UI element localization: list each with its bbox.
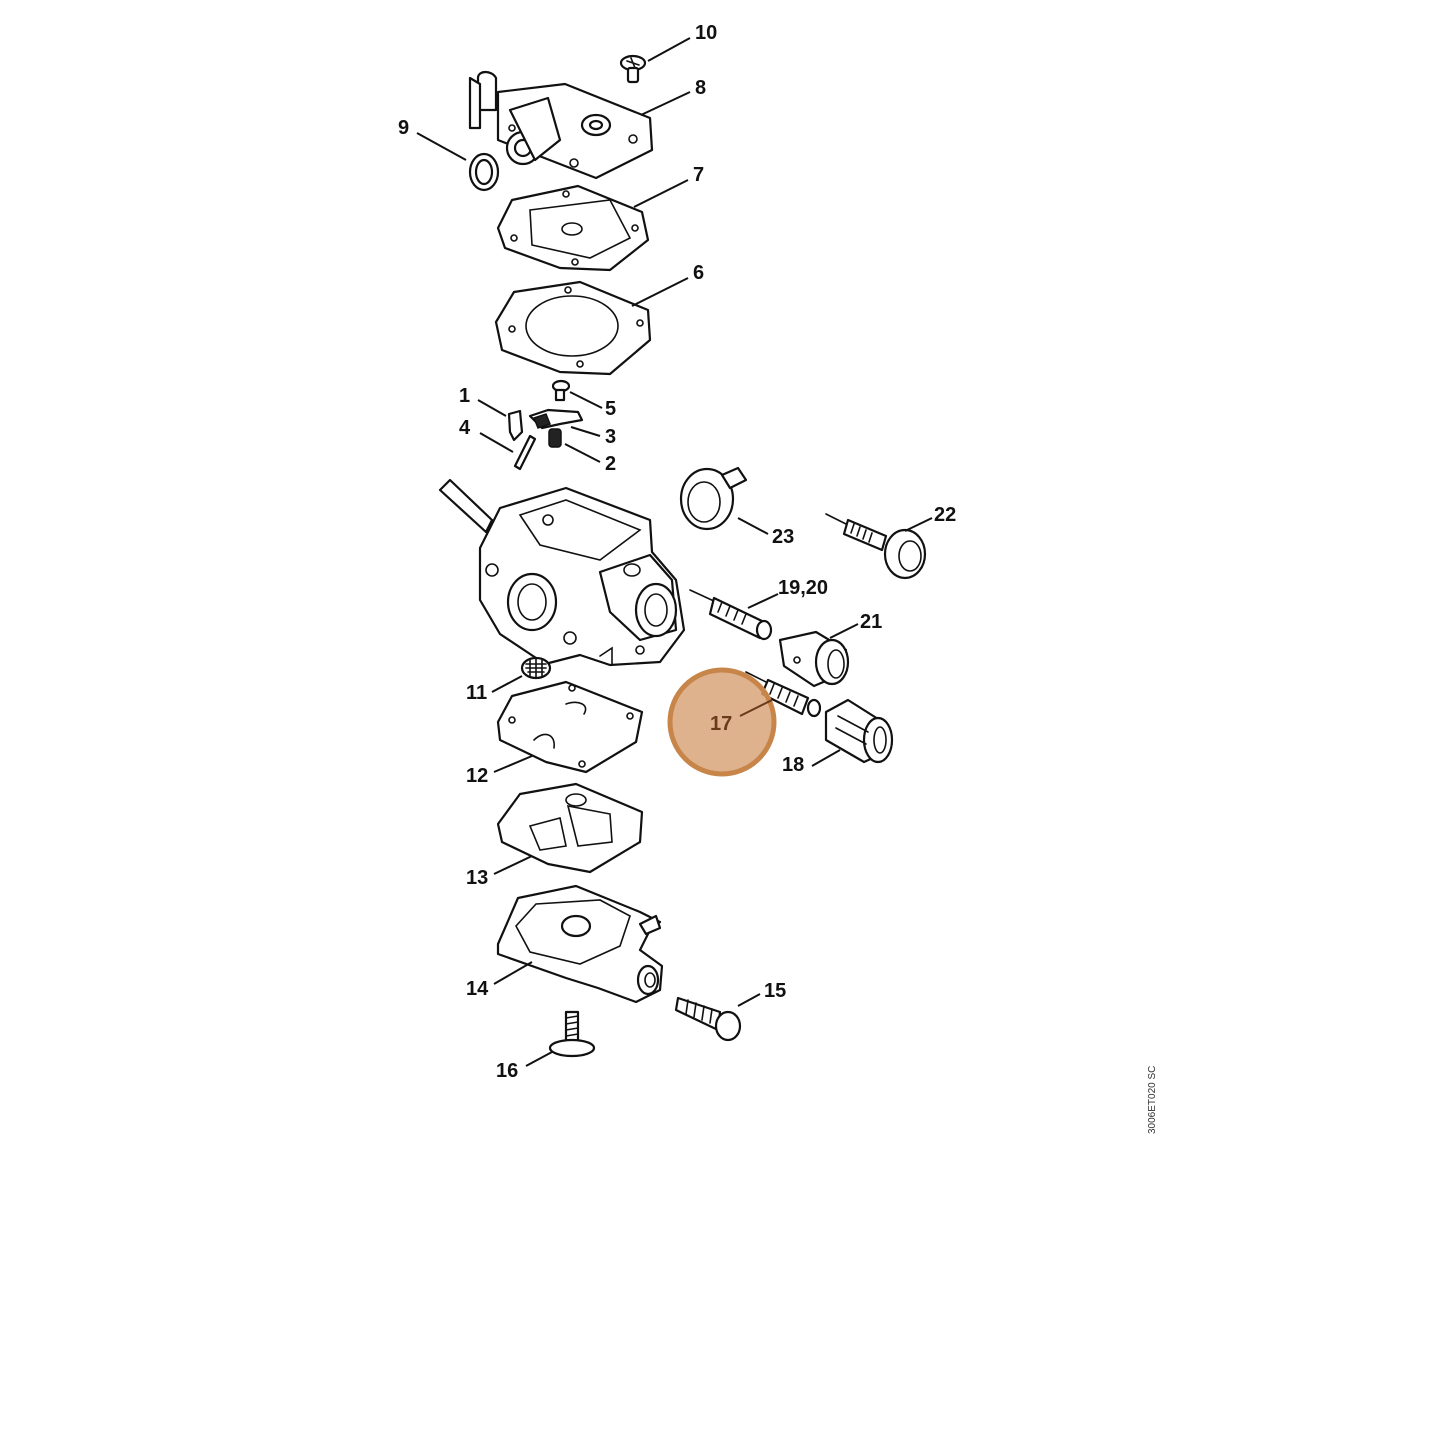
drawing-code: 3006ET020 SC (1147, 1066, 1158, 1134)
part-4-pin (513, 434, 537, 471)
part-12-metering-diaphragm (496, 680, 644, 774)
label-17: 17 (710, 713, 732, 735)
part-23-cap (679, 466, 748, 531)
part-7-pump-diaphragm (496, 184, 650, 272)
label-5: 5 (605, 398, 616, 420)
label-14: 14 (466, 978, 489, 1000)
label-18: 18 (782, 754, 804, 776)
label-4: 4 (459, 417, 471, 439)
part-3-control-lever (528, 408, 584, 430)
part-16-screw (548, 1010, 596, 1058)
label-13: 13 (466, 867, 488, 889)
label-16: 16 (496, 1060, 518, 1082)
part-19-20-needle-spring (689, 589, 773, 641)
label-9: 9 (398, 117, 409, 139)
part-17-needle (745, 671, 822, 718)
label-19-20: 19,20 (778, 577, 828, 599)
part-9-o-ring (468, 152, 500, 192)
part-15-screw (674, 996, 742, 1042)
part-6-gasket (494, 280, 652, 376)
label-21: 21 (860, 611, 882, 633)
part-18-limiter-cap (824, 698, 894, 764)
part-10-screw (619, 54, 647, 84)
part-5-screw (551, 379, 571, 402)
label-12: 12 (466, 765, 488, 787)
label-2: 2 (605, 453, 616, 475)
part-14-metering-cover (496, 884, 664, 1004)
carburetor-body (438, 478, 686, 667)
label-11: 11 (466, 682, 487, 704)
label-6: 6 (693, 262, 704, 284)
label-1: 1 (459, 385, 470, 407)
highlight-marker-17: 17 (667, 667, 777, 777)
label-3: 3 (605, 426, 616, 448)
label-23: 23 (772, 526, 794, 548)
label-15: 15 (764, 980, 786, 1002)
part-22-adjusting-screw (825, 513, 927, 580)
part-2-spring (548, 428, 562, 448)
label-10: 10 (695, 22, 717, 44)
part-1-inlet-needle (507, 409, 524, 442)
part-21-limiter-cap (778, 630, 850, 688)
part-8-pump-cover (468, 70, 654, 180)
label-8: 8 (695, 77, 706, 99)
part-11-screen-filter (520, 656, 552, 680)
label-22: 22 (934, 504, 956, 526)
label-7: 7 (693, 164, 704, 186)
part-13-gasket (496, 782, 644, 874)
